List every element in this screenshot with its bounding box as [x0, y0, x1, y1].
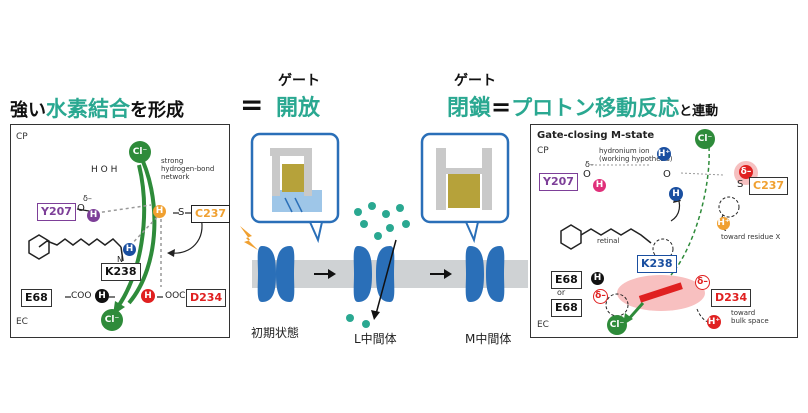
toward-residue-x-label: toward residue X: [721, 233, 781, 241]
protein-initial-left: [257, 246, 276, 302]
chloride-bottom-icon-right: Cl⁻: [607, 315, 627, 335]
sulfur-label: S: [178, 207, 185, 218]
e68-box-right-a: E68: [551, 271, 582, 289]
y207-box: Y207: [37, 203, 76, 221]
oxygen-label: O: [77, 203, 85, 214]
h-purple-icon: H: [87, 209, 100, 222]
gate-label-2: ゲート: [454, 73, 496, 89]
right-heading: 閉鎖=プロトン移動反応と連動: [447, 90, 718, 122]
gate-close-heading: 閉鎖: [447, 96, 492, 121]
e68-box: E68: [21, 289, 52, 307]
h-black-icon-right: H: [591, 272, 604, 285]
strong-hbond-network-label: strong hydrogen-bond network: [161, 157, 215, 181]
heading-linked: と連動: [679, 104, 719, 119]
ec-label-right: EC: [537, 320, 549, 330]
center-illustration: [240, 132, 528, 328]
chloride-bottom-icon: Cl⁻: [101, 309, 123, 331]
h-red-icon: H: [141, 289, 155, 303]
h-pink-icon: H: [593, 179, 606, 192]
h-blue-icon-right: H: [669, 187, 683, 201]
d234-box-right: D234: [711, 289, 752, 307]
protein-m-left: [465, 246, 484, 302]
or-label: or: [557, 288, 566, 297]
c237-box: C237: [191, 205, 231, 223]
ec-label: EC: [16, 317, 28, 327]
proton-transfer-heading: プロトン移動反応: [511, 96, 680, 120]
c237-box-right: C237: [749, 177, 789, 195]
state-initial-label: 初期状態: [251, 326, 300, 340]
protein-l-right: [376, 246, 395, 302]
state-l-label: L中間体: [354, 332, 397, 346]
heading-strong: 強い: [10, 100, 46, 121]
minus-icon-d234: δ–: [695, 275, 710, 290]
h-black-icon: H: [95, 289, 109, 303]
delta-label: δ–: [83, 194, 92, 203]
minus-icon-e68: δ–: [593, 289, 608, 304]
h-plus-orange-icon: H⁺: [717, 217, 730, 230]
protein-initial-right: [276, 246, 295, 302]
protein-l-left: [353, 246, 372, 302]
left-heading: 強い水素結合を形成: [10, 93, 184, 123]
cp-label-right: CP: [537, 146, 549, 156]
h-orange-icon: H: [153, 205, 166, 218]
toward-bulk-space-label: toward bulk space: [731, 309, 769, 325]
gate-label-1: ゲート: [278, 73, 320, 89]
d234-box: D234: [186, 289, 227, 307]
oxygen-label-right: O: [583, 169, 591, 180]
h-blue-icon: H: [123, 243, 136, 256]
right-panel: Gate-closing M-state CP EC hydronium ion…: [530, 124, 798, 338]
gate-open-heading: 開放: [276, 96, 321, 121]
left-panel: CP EC Cl⁻ Cl⁻ H O H strong hydrogen-bond…: [10, 124, 231, 338]
oxygen-hydronium: O: [663, 169, 671, 180]
heading-hbond: 水素結合: [46, 97, 130, 121]
state-m-label: M中間体: [465, 332, 512, 346]
left-panel-drawing: [28, 147, 203, 315]
nitrogen-label: N: [117, 255, 123, 264]
lightning-icon: [240, 226, 258, 250]
coo-label: COO: [71, 291, 92, 301]
hydronium-label: hydronium ion (working hypothesis): [599, 147, 673, 163]
minus-red-icon: δ–: [739, 165, 753, 179]
chloride-top-icon-right: Cl⁻: [695, 129, 715, 149]
k238-box: K238: [101, 263, 141, 281]
heading-form: を形成: [130, 100, 184, 121]
cp-label: CP: [16, 132, 28, 142]
k238-box-right: K238: [637, 255, 677, 273]
water-molecule: H O H: [91, 165, 118, 175]
y207-box-right: Y207: [539, 173, 578, 191]
delta-label-right: δ–: [585, 160, 594, 169]
equals-sign-1: =: [240, 88, 264, 121]
plus-blue-icon: H⁺: [657, 147, 671, 161]
e68-box-right-b: E68: [551, 299, 582, 317]
retinal-label: retinal: [597, 237, 620, 245]
chloride-top-icon: Cl⁻: [129, 141, 151, 163]
protein-m-right: [486, 246, 505, 302]
sulfur-label-right: S: [737, 179, 744, 190]
equals-sign-2: =: [491, 93, 512, 121]
gate-closing-title: Gate-closing M-state: [537, 130, 655, 141]
h-plus-red-icon: H⁺: [707, 315, 721, 329]
ooc-label: OOC: [165, 291, 186, 301]
